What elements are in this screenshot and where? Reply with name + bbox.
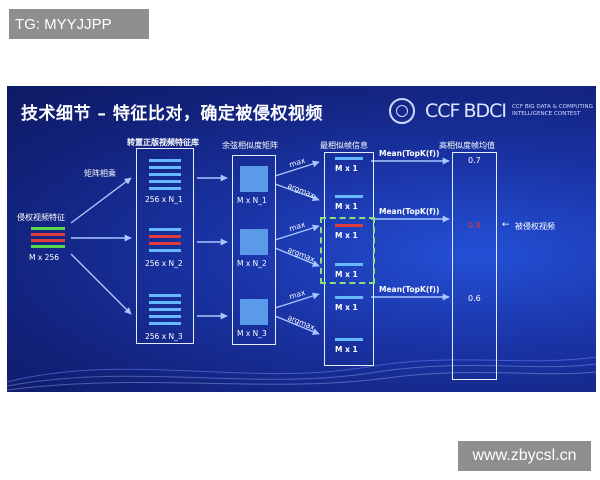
feature-bar: [31, 245, 65, 248]
avg-value-3: 0.6: [468, 294, 481, 303]
logo-ccf: CCF: [425, 100, 460, 122]
similarity-block: [240, 166, 268, 192]
avg-values-frame: [452, 152, 497, 380]
frame-bar: [335, 263, 363, 266]
feature-bar: [149, 322, 181, 325]
library-size-2: 256 x N_2: [145, 259, 183, 268]
feature-bar: [149, 228, 181, 231]
left-arrow-icon: ←: [502, 220, 510, 230]
feature-bar: [149, 187, 181, 190]
highlight-dashed-box: [320, 217, 375, 284]
library-size-3: 256 x N_3: [145, 332, 183, 341]
feature-bar: [149, 249, 181, 252]
watermark-bottom: www.zbycsl.cn: [458, 441, 591, 471]
frame-bar-highlight: [335, 224, 363, 227]
logo-bdci: BDCI: [463, 100, 507, 122]
feature-bar: [149, 159, 181, 162]
feature-bar: [31, 239, 65, 242]
frame-bar: [335, 338, 363, 341]
frame-bar: [335, 157, 363, 160]
infringing-feature-label: 侵权视频特征: [17, 213, 65, 222]
similarity-block: [240, 299, 268, 325]
infringing-size: M x 256: [29, 253, 59, 262]
contest-name: CCF BIG DATA & COMPUTING INTELLIGENCE CO…: [512, 104, 593, 117]
frame-bar: [335, 195, 363, 198]
mx1-label: M x 1: [335, 303, 358, 312]
feature-library-frame: [136, 148, 194, 344]
feature-bar: [149, 242, 181, 245]
feature-bar: [149, 301, 181, 304]
matrix-multiply-label: 矩阵相乘: [84, 169, 116, 178]
feature-bar: [149, 315, 181, 318]
avg-similarity-title: 高相似度帧均值: [439, 141, 495, 150]
sponsor-logo: CCF BDCI CCF BIG DATA & COMPUTING INTELL…: [389, 97, 596, 125]
avg-value-2: 0.8: [468, 221, 481, 230]
feature-bar: [149, 235, 181, 238]
library-title: 转置正版视频特征库: [127, 138, 199, 147]
mx1-label: M x 1: [335, 202, 358, 211]
mean-topk-label: Mean(TopK(f)): [379, 149, 440, 158]
feature-bar: [31, 233, 65, 236]
most-similar-title: 最相似帧信息: [320, 141, 368, 150]
cosine-matrix-frame: [232, 155, 276, 345]
ccf-seal-icon: [389, 98, 415, 124]
mx1-label: M x 1: [335, 164, 358, 173]
mean-topk-label: Mean(TopK(f)): [379, 207, 440, 216]
mx1-label: M x 1: [335, 231, 358, 240]
similarity-block: [240, 229, 268, 255]
mx1-label: M x 1: [335, 270, 358, 279]
watermark-top: TG: MYYJJPP: [9, 9, 149, 39]
feature-bar: [149, 294, 181, 297]
flow-arrows: [70, 157, 450, 335]
slide-title: 技术细节 – 特征比对，确定被侵权视频: [21, 104, 323, 124]
feature-bar: [149, 173, 181, 176]
cosine-size-1: M x N_1: [237, 196, 267, 205]
wave-decoration: [7, 356, 596, 391]
infringed-video-label: 被侵权视频: [515, 222, 555, 231]
cosine-size-2: M x N_2: [237, 259, 267, 268]
mean-topk-label: Mean(TopK(f)): [379, 285, 440, 294]
presentation-slide: 技术细节 – 特征比对，确定被侵权视频 CCF BDCI CCF BIG DAT…: [7, 86, 596, 392]
feature-bar: [149, 308, 181, 311]
cosine-size-3: M x N_3: [237, 329, 267, 338]
frame-bar: [335, 296, 363, 299]
cosine-title: 余弦相似度矩阵: [222, 141, 278, 150]
mx1-label: M x 1: [335, 345, 358, 354]
avg-value-1: 0.7: [468, 156, 481, 165]
library-size-1: 256 x N_1: [145, 195, 183, 204]
feature-bar: [149, 180, 181, 183]
feature-bar: [149, 166, 181, 169]
feature-bar: [31, 227, 65, 230]
